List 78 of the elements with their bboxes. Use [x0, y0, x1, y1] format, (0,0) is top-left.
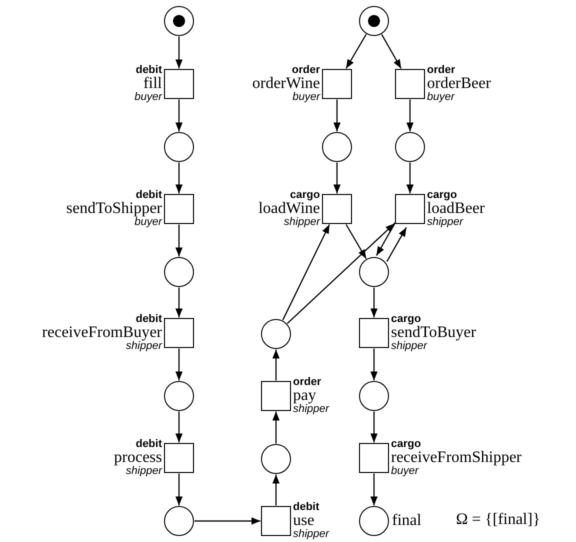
agent-label: shipper [126, 465, 162, 477]
place-circle [164, 506, 194, 536]
arc-arrow [386, 227, 407, 262]
place-circle [261, 319, 291, 349]
final-marking-formula: Ω = {[final]} [456, 511, 540, 529]
arc-arrow [286, 223, 395, 324]
transition-label: receiveFromBuyer [42, 325, 162, 340]
arc-arrow [175, 288, 183, 318]
transition-label: fill [143, 76, 162, 91]
transition-label: process [114, 450, 162, 465]
arc-arrow [406, 162, 414, 194]
arc-arrow [272, 350, 280, 380]
role-label: order [292, 65, 320, 76]
arc-arrow [175, 474, 183, 506]
transition-label: orderWine [252, 76, 320, 91]
role-label: debit [293, 502, 320, 513]
transition-label: pay [293, 388, 316, 403]
transition-label: sendToBuyer [391, 325, 476, 340]
arc-arrow [175, 224, 183, 256]
arc-arrow [272, 474, 280, 506]
arc-arrow [282, 224, 330, 320]
transition-label: loadWine [258, 201, 320, 216]
agent-label: shipper [293, 403, 330, 415]
arc-arrow [346, 34, 367, 69]
place-circle [261, 444, 291, 474]
transition-label: receiveFromShipper [391, 450, 522, 465]
agent-label: buyer [134, 91, 162, 103]
role-label: order [427, 65, 456, 76]
arc-arrow [333, 100, 341, 132]
transition-label: use [293, 513, 314, 528]
role-label: cargo [427, 190, 457, 201]
arc-arrow [175, 348, 183, 380]
arc-arrow [346, 224, 367, 259]
place-circle [359, 257, 389, 287]
arc-arrow [175, 162, 183, 194]
role-label: debit [136, 65, 162, 76]
arc-arrow [333, 162, 341, 194]
place-circle [359, 6, 389, 36]
role-label: cargo [391, 314, 421, 325]
agent-label: buyer [292, 91, 320, 103]
role-label: cargo [391, 439, 421, 450]
transition-label: orderBeer [427, 76, 491, 91]
arc-arrow [194, 517, 260, 525]
transition-label: loadBeer [427, 201, 485, 216]
role-label: debit [136, 190, 162, 201]
place-label: final [392, 512, 422, 530]
place-circle [359, 506, 389, 536]
agent-label: buyer [391, 465, 419, 477]
place-circle [164, 381, 194, 411]
arc-arrow [376, 221, 396, 256]
place-circle [322, 132, 352, 162]
agent-label: buyer [134, 216, 162, 228]
arc-arrow [370, 288, 378, 318]
agent-label: shipper [284, 216, 320, 228]
arc-arrow [406, 100, 414, 132]
role-label: debit [136, 314, 162, 325]
agent-label: shipper [293, 528, 330, 540]
place-circle [164, 132, 194, 162]
arc-arrow [175, 100, 183, 132]
agent-label: shipper [126, 340, 162, 352]
arc-arrow [370, 474, 378, 506]
agent-label: shipper [427, 216, 464, 228]
place-circle [359, 381, 389, 411]
arc-arrow [272, 412, 280, 444]
arc-arrow [175, 36, 183, 68]
arc-arrow [370, 412, 378, 442]
agent-label: buyer [427, 91, 455, 103]
arc-arrow [381, 34, 402, 69]
agent-label: shipper [391, 340, 428, 352]
role-label: order [293, 377, 322, 388]
arc-arrow [175, 412, 183, 442]
role-label: cargo [290, 190, 320, 201]
place-circle [395, 132, 425, 162]
place-circle [164, 257, 194, 287]
arc-arrow [370, 348, 378, 380]
place-circle [164, 6, 194, 36]
role-label: debit [136, 439, 162, 450]
transition-label: sendToShipper [66, 201, 162, 216]
